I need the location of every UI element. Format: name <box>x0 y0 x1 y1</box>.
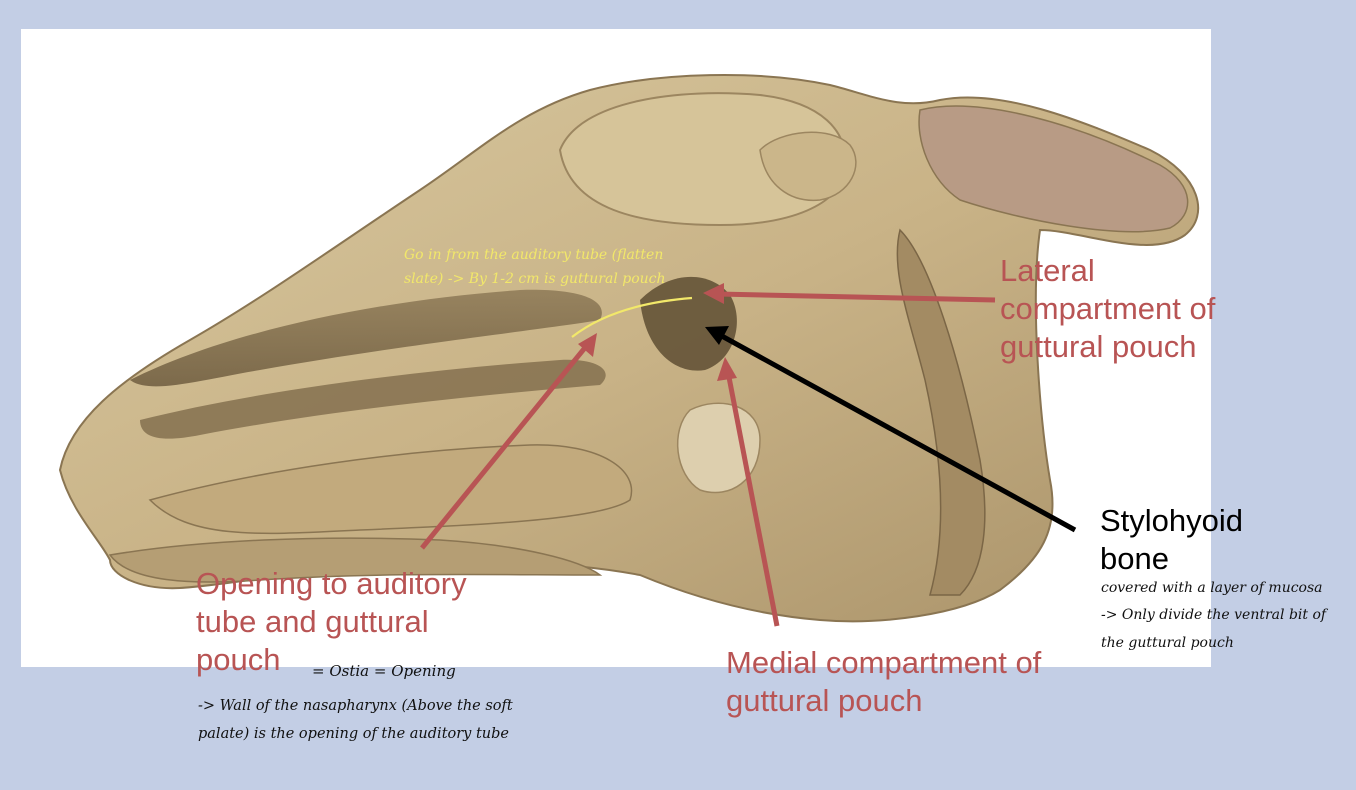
neck-muscle <box>918 105 1189 233</box>
yellow-note-line-2: slate) -> By 1-2 cm is guttural pouch <box>404 270 666 287</box>
opening-detail-note: -> Wall of the nasapharynx (Above the so… <box>198 693 513 748</box>
yellow-note: Go in from the auditory tube (flatten sl… <box>404 244 666 292</box>
opening-note-line-1: -> Wall of the nasapharynx (Above the so… <box>198 698 513 714</box>
label-stylohyoid-bone: Stylohyoid bone <box>1100 502 1243 578</box>
label-lateral-line-3: guttural pouch <box>1000 329 1197 365</box>
nasal-passage-upper <box>130 289 602 387</box>
label-medial-line-1: Medial compartment of <box>726 645 1042 680</box>
label-stylohyoid-line-1: Stylohyoid <box>1100 503 1244 538</box>
arrow-medial <box>717 357 780 627</box>
yellow-trace-line <box>571 296 693 338</box>
label-opening-auditory-tube: Opening to auditory tube and guttural po… <box>196 565 467 679</box>
vertebral-column <box>896 228 986 596</box>
label-opening-line-3: pouch <box>196 642 281 678</box>
stylohyoid-note-line-1: covered with a layer of mucosa <box>1101 580 1323 596</box>
lower-jaw <box>108 537 603 583</box>
opening-note-line-2: palate) is the opening of the auditory t… <box>198 725 510 742</box>
nasal-passage-lower <box>140 359 606 439</box>
ostia-note: = Ostia = Opening <box>312 662 456 680</box>
stylohyoid-note-line-2: -> Only divide the ventral bit of <box>1101 607 1327 624</box>
label-lateral-line-2: compartment of <box>1000 291 1216 327</box>
tongue-region <box>148 444 633 535</box>
cerebellum-region <box>759 131 857 202</box>
label-opening-line-1: Opening to auditory <box>196 566 467 601</box>
stylohyoid-note-line-3: the guttural pouch <box>1101 634 1234 651</box>
arrow-stylohyoid <box>705 326 1077 533</box>
label-medial-compartment: Medial compartment of guttural pouch <box>726 644 1041 720</box>
arrow-lateral <box>703 283 996 304</box>
yellow-note-line-1: Go in from the auditory tube (flatten <box>404 247 664 263</box>
label-lateral-line-1: Lateral <box>1000 253 1095 288</box>
label-medial-line-2: guttural pouch <box>726 683 923 719</box>
stylohyoid-detail-note: covered with a layer of mucosa -> Only d… <box>1101 575 1326 657</box>
label-lateral-compartment: Lateral compartment of guttural pouch <box>1000 252 1215 366</box>
label-stylohyoid-line-2: bone <box>1100 541 1169 577</box>
arrow-opening <box>420 333 597 550</box>
label-opening-line-2: tube and guttural <box>196 604 429 640</box>
